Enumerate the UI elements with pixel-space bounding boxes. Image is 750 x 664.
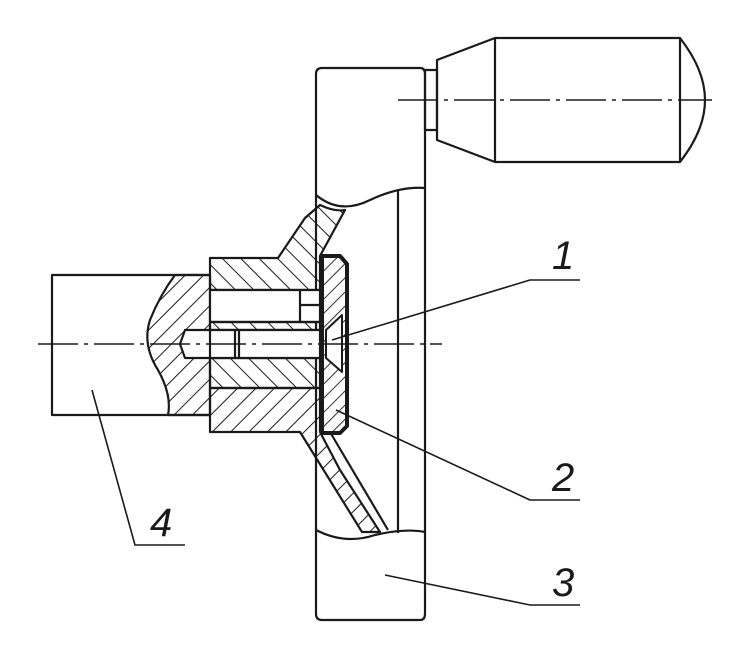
callout-3: 3: [552, 561, 575, 605]
shaft: [50, 273, 212, 417]
wheel-rim: [314, 66, 427, 622]
leader-3: [384, 574, 580, 606]
callout-2: 2: [552, 456, 575, 500]
callout-1: 1: [552, 234, 575, 278]
leader-1: [331, 279, 580, 341]
leader-2: [335, 409, 580, 501]
screw: [178, 328, 322, 360]
leader-lines: [91, 279, 580, 606]
hub: [208, 203, 389, 534]
leader-4: [91, 389, 185, 546]
callout-4: 4: [150, 501, 173, 545]
